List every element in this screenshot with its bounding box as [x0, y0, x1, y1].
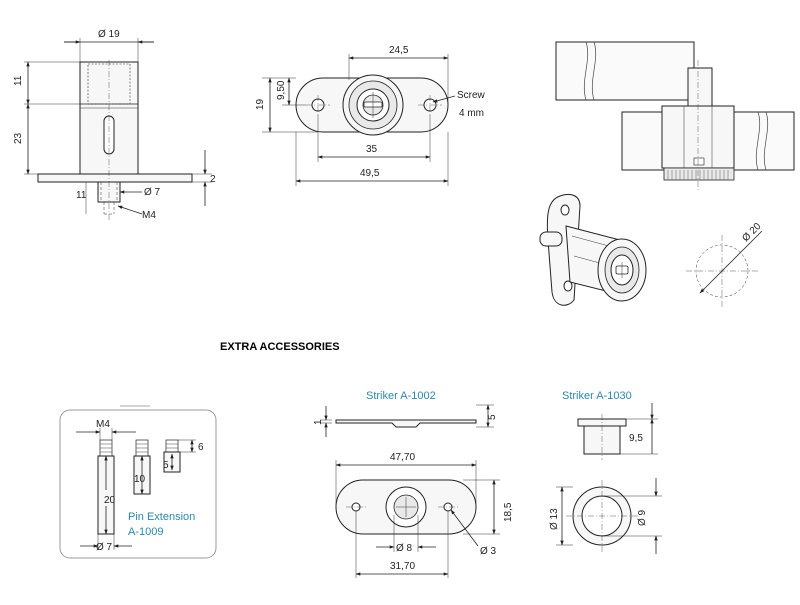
- striker-a1030-caption: Striker A-1030: [562, 390, 632, 402]
- striker-a1002-dim-31-70-label: 31,70: [390, 561, 415, 572]
- side-dim-11-label: 11: [13, 75, 24, 86]
- extra-accessories-heading: EXTRA ACCESSORIES: [220, 341, 340, 353]
- striker-a1002-dia-3-label: Ø 3: [480, 546, 497, 557]
- pin-extension-part-number: A-1009: [128, 526, 163, 538]
- side-dim-23-label: 23: [13, 132, 24, 144]
- pin-dim-20-label: 20: [104, 495, 116, 506]
- top-dim-35-label: 35: [366, 144, 378, 155]
- pin-dim-5-label: 5: [163, 460, 169, 471]
- top-screw-label: Screw: [457, 90, 486, 101]
- striker-a1002-dim-1-label: 1: [313, 419, 324, 425]
- top-dim-24-5-label: 24,5: [389, 45, 409, 56]
- pin-extension-panel: M4 20 10 6 5 Ø 7 Pin Extension A-1009: [59, 405, 217, 559]
- striker-a1002-dim-5-label: 5: [487, 414, 498, 420]
- striker-a1030-dia-13-label: Ø 13: [549, 508, 560, 530]
- striker-a1002-dim-18-5-label: 18,5: [503, 502, 514, 522]
- pin-dia-7-label: Ø 7: [96, 542, 113, 553]
- striker-a1002-dim-47-70-label: 47,70: [390, 452, 415, 463]
- hole-circle-detail: Ø 20: [686, 221, 764, 307]
- side-dia-19-label: Ø 19: [98, 29, 120, 40]
- top-screw-size-label: 4 mm: [459, 108, 484, 119]
- pin-thread-m4-label: M4: [96, 419, 110, 430]
- striker-a1030-drawing: Striker A-1030 9,5 Ø 13 Ø 9: [549, 390, 662, 554]
- pin-extension-caption: Pin Extension: [128, 511, 195, 523]
- side-dim-11-bottom-label: 11: [76, 190, 87, 201]
- striker-a1002-caption: Striker A-1002: [366, 390, 436, 402]
- striker-a1030-dim-9-5-label: 9,5: [629, 433, 643, 444]
- pin-dim-6-label: 6: [198, 442, 204, 453]
- side-thread-m4-label: M4: [142, 210, 156, 221]
- striker-a1030-dia-9-label: Ø 9: [637, 509, 648, 526]
- pin-dim-10-label: 10: [134, 474, 146, 485]
- lock-top-view: 24,5 19 9,50 35 49,5 Screw 4 mm: [255, 45, 486, 186]
- mounting-section-view: [555, 41, 795, 190]
- side-dim-2-label: 2: [210, 174, 216, 185]
- top-dim-9-50-label: 9,50: [276, 80, 287, 100]
- striker-a1002-drawing: Striker A-1002 1 5 47,70 18,5: [313, 390, 514, 578]
- top-dim-49-5-label: 49,5: [360, 168, 380, 179]
- lock-side-view: Ø 19 11 23 2 Ø 7 11 M4: [13, 29, 216, 221]
- lock-isometric-view: [539, 193, 647, 306]
- striker-a1002-dia-8-label: Ø 8: [396, 543, 413, 554]
- top-dim-19-label: 19: [255, 98, 266, 110]
- side-dia-7-label: Ø 7: [144, 187, 161, 198]
